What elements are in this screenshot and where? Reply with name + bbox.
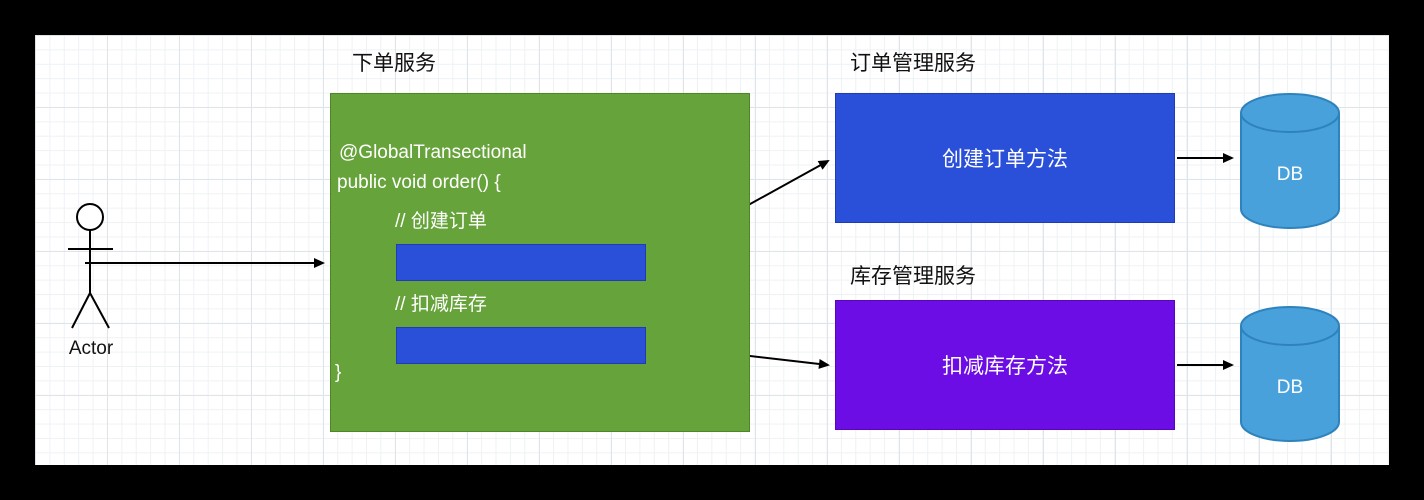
- order-service-box: @GlobalTransectional public void order()…: [330, 93, 750, 432]
- db1-label: DB: [1276, 164, 1304, 185]
- actor-leg-left: [71, 292, 91, 329]
- db-cylinder-shape: [1240, 306, 1340, 442]
- db-cylinder-shape: [1240, 93, 1340, 229]
- code-comment-deduct-stock: // 扣减库存: [395, 294, 487, 315]
- db-cylinder-inventory: DB: [1240, 305, 1340, 443]
- code-method-signature: public void order() {: [337, 172, 501, 193]
- db-cylinder-order: DB: [1240, 92, 1340, 230]
- order-service-title: 下单服务: [352, 52, 436, 75]
- order-mgmt-service-title: 订单管理服务: [850, 52, 976, 75]
- code-comment-create-order: // 创建订单: [395, 211, 487, 232]
- diagram-canvas: Actor 下单服务 @GlobalTransectional public v…: [35, 35, 1389, 465]
- code-closing-brace: }: [335, 362, 342, 383]
- inventory-mgmt-service-title: 库存管理服务: [850, 265, 976, 288]
- deduct-stock-call-rect: [396, 327, 646, 364]
- deduct-stock-method-box: 扣减库存方法: [835, 300, 1175, 430]
- create-order-method-box: 创建订单方法: [835, 93, 1175, 223]
- actor-figure: [68, 203, 113, 329]
- db2-label: DB: [1276, 377, 1304, 398]
- actor-label: Actor: [68, 338, 114, 359]
- actor-leg-right: [89, 292, 110, 329]
- code-annotation: @GlobalTransectional: [339, 142, 527, 163]
- create-order-call-rect: [396, 244, 646, 281]
- actor-head: [76, 203, 104, 231]
- create-order-method-label: 创建订单方法: [942, 148, 1068, 171]
- deduct-stock-method-label: 扣减库存方法: [942, 355, 1068, 378]
